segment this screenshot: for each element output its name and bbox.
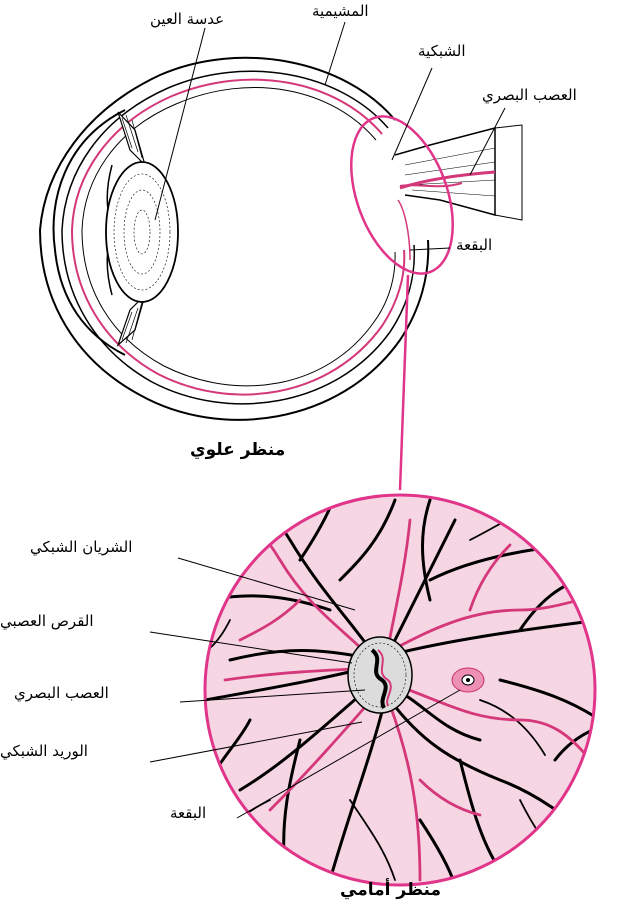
label-retina: الشبكية [418,42,466,60]
top-leader-lines [154,21,506,251]
eye-cross-section [38,56,523,421]
label-macula-top: البقعة [456,236,493,254]
magnifier-ellipse [350,115,454,275]
fundus-outline [203,493,597,887]
label-optic-nerve-top: العصب البصري [482,86,577,104]
label-optic-nerve-front: العصب البصري [14,684,109,702]
label-retinal-vein: الوريد الشبكي [0,742,88,760]
label-retinal-artery: الشريان الشبكي [30,538,133,556]
front-leader-lines [149,557,461,819]
caption-top-view: منظر علوي [190,440,286,460]
label-macula-front: البقعة [170,804,207,822]
caption-front-view: منظر أمامي [340,880,441,900]
magnifier-connector [398,274,410,491]
lens-shape [105,161,179,303]
label-choroid: المشيمية [312,2,369,20]
optic-disc [347,636,413,714]
cornea [52,109,126,356]
label-optic-disc: القرص العصبي [0,612,94,630]
optic-nerve-shape [394,127,496,216]
sclera-outline [38,56,430,421]
label-lens: عدسة العين [150,10,225,28]
retina-layer [70,78,406,396]
inner-wall [81,87,396,387]
choroid-layer [61,70,416,405]
